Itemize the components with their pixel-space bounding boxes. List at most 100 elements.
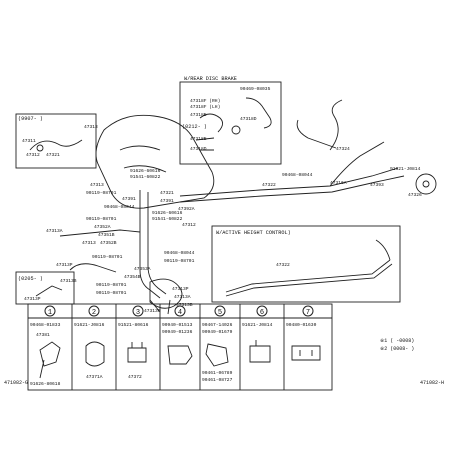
active-height-line-2 (225, 263, 393, 297)
clip-num-4: 4 (178, 309, 182, 317)
part-label: 47313B (60, 278, 77, 284)
clip-5-footer: 90461-06789 (202, 370, 233, 376)
part-label: 47354B (124, 274, 141, 280)
clip-3-part-b: 47372 (128, 374, 142, 380)
clip-4-part-b: 90949-01236 (162, 329, 193, 335)
clip-num-2: 2 (92, 309, 96, 317)
part-label: 47316A (330, 180, 347, 186)
part-label: 47351B (98, 232, 115, 238)
clip-3-part-a: 91521-80616 (118, 322, 149, 328)
range-inset-title: (9907- ) (18, 116, 43, 122)
range-inset-fitting (36, 144, 44, 152)
clip-2-part-b: 47371A (86, 374, 103, 380)
part-label: 47318F (RH) (190, 98, 220, 104)
lower-caliper (149, 278, 183, 309)
clip-part-5-sketch (205, 343, 229, 367)
range-inset-frame (15, 113, 97, 169)
clip-5-part-b: 90949-01679 (202, 329, 233, 335)
part-label: 47313P (24, 296, 41, 302)
range-0212-title: (0212- ) (182, 124, 207, 130)
rear-disc-fitting-circle (231, 125, 241, 135)
active-height-line-1 (225, 259, 391, 293)
part-label: 47312 (182, 222, 196, 228)
part-label: 90119-08701 (96, 290, 127, 296)
part-label: 47352B (100, 240, 117, 246)
clip-4-part-a: 90940-01513 (162, 322, 193, 328)
part-label: 91541-60822 (130, 174, 161, 180)
part-label: 47313 (82, 240, 96, 246)
rear-disc-bracket-shape (199, 113, 223, 133)
rear-hose-curve (296, 119, 337, 149)
part-label: 47313 (90, 182, 104, 188)
part-label: 47312 (26, 152, 40, 158)
engine-body-outline (95, 114, 215, 209)
range-0205-title: (0205- ) (18, 276, 43, 282)
clip-1-part-a: 90468-01833 (30, 322, 61, 328)
part-label: 47318F (LH) (190, 104, 220, 110)
part-label: 47313B (176, 302, 193, 308)
clip-part-4-sketch (167, 345, 193, 365)
clip-num-1: 1 (48, 309, 52, 317)
part-label: 90468-08044 (104, 204, 135, 210)
part-label: 47313P (172, 286, 189, 292)
part-label: 47322 (276, 262, 290, 268)
part-label-layer: 90469-08035 47318F (RH)47318F (LH) 47318E 4… (22, 86, 422, 314)
part-label: 47318D (240, 116, 257, 122)
part-label: 90119-08701 (96, 282, 127, 288)
part-label: 47393 (370, 182, 384, 188)
active-height-end (375, 239, 391, 261)
clip-part-7-sketch (291, 345, 321, 361)
engine-body-detail (119, 145, 167, 173)
part-label: 47353A (134, 266, 151, 272)
clip-7-part-a: 90480-01630 (286, 322, 317, 328)
part-label: 47324 (336, 146, 350, 152)
rear-line-diagonal (329, 141, 385, 187)
note-1: ※1 ( -0008) (380, 338, 414, 344)
lower-caliper-lines (149, 299, 171, 315)
part-label: 47391 (160, 198, 174, 204)
active-height-inset-frame (211, 225, 401, 303)
part-label: 47318E (190, 136, 207, 142)
part-label: 90119-08701 (86, 216, 117, 222)
part-label: 47326 (408, 192, 422, 198)
clip-num-circle-7 (302, 305, 314, 317)
clip-num-circle-6 (256, 305, 268, 317)
part-label: 90468-08044 (164, 250, 195, 256)
part-label: 47318E (190, 112, 207, 118)
part-label: 47311 (22, 138, 36, 144)
part-label: 90468-08044 (282, 172, 313, 178)
rear-brake-hub (422, 180, 430, 188)
clip-num-circle-5 (214, 305, 226, 317)
part-label: 47318D (190, 146, 207, 152)
clip-num-circle-3 (132, 305, 144, 317)
part-label: 47352A (94, 224, 111, 230)
part-label: 91626-60616 (130, 168, 161, 174)
clip-num-circle-1 (44, 305, 56, 317)
clip-part-3-sketch (127, 342, 147, 363)
part-label: 90469-08035 (240, 86, 271, 92)
part-label: 47321 (46, 152, 60, 158)
rear-disc-hose-shape (245, 97, 272, 129)
clip-num-3: 3 (136, 309, 140, 317)
clip-part-2-sketch (85, 341, 105, 367)
part-label: 91541-60822 (152, 216, 183, 222)
clip-num-circle-4 (174, 305, 186, 317)
active-height-title: W/ACTIVE HEIGHT CONTROL) (216, 230, 291, 236)
clip-2-part-a: 91621-J0816 (74, 322, 105, 328)
main-brake-line-2 (179, 175, 405, 203)
left-brake-line-2 (147, 192, 167, 295)
front-lower-line (69, 263, 117, 273)
note-2: ※2 (0008- ) (380, 346, 414, 352)
rear-disc-inset-frame (179, 81, 282, 165)
part-label: 47313 (84, 124, 98, 130)
part-label: 47391 (122, 196, 136, 202)
clip-1-footer: 91626-80618 (30, 381, 61, 387)
part-label: 90119-08701 (164, 258, 195, 264)
clip-part-1-sketch (39, 341, 61, 379)
clip-1-part-b: 47381 (36, 332, 50, 338)
clip-num-circle-2 (88, 305, 100, 317)
clip-table-frame (27, 303, 333, 391)
clip-6-footer: 90461-08727 (202, 377, 233, 383)
